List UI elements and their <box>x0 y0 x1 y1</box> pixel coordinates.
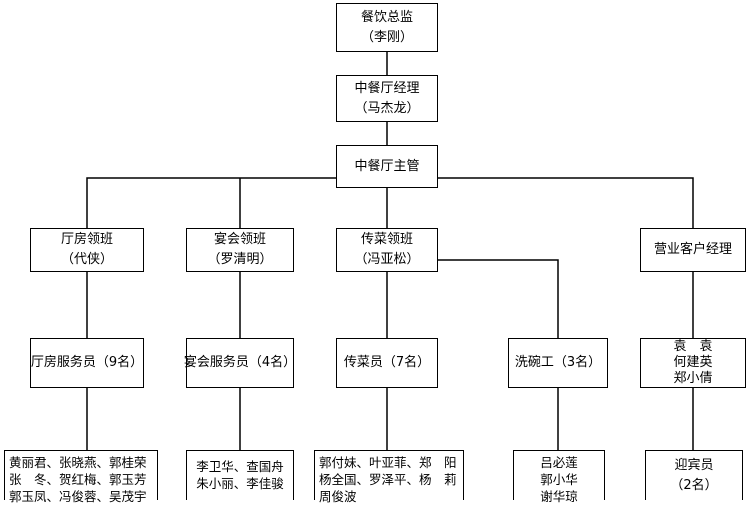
person-name: 袁 袁 <box>673 339 713 354</box>
node-title: 厅房服务员（9名） <box>30 355 144 370</box>
node-runner-names: 郭付妹、叶亚菲、郑 阳 杨全国、罗泽平、杨 莉 周俊波 <box>314 450 464 504</box>
names-line: 张 冬、贺红梅、郭玉芳 <box>9 472 147 487</box>
node-title: 宴会服务员（4名） <box>183 355 297 370</box>
names-line: 谢华琼 <box>540 489 578 504</box>
node-title: 餐饮总监 <box>360 9 413 25</box>
node-person: （代侠） <box>60 252 113 267</box>
node-title: 中餐厅经理 <box>354 80 420 96</box>
names-line: 郭小华 <box>540 472 578 487</box>
names-line: 杨全国、罗泽平、杨 莉 <box>319 472 457 487</box>
node-person: （马杰龙） <box>354 100 420 116</box>
node-hall-staff-names: 黄丽君、张晓燕、郭桂荣 张 冬、贺红梅、郭玉芳 郭玉凤、冯俊蓉、吴茂宇 <box>4 450 158 504</box>
node-hall-staff: 厅房服务员（9名） <box>30 338 144 388</box>
node-person: （罗清明） <box>207 252 273 267</box>
node-greeters: 迎宾员 （2名） <box>645 450 743 500</box>
node-banquet-captain: 宴会领班 （罗清明） <box>186 228 294 272</box>
node-person: （冯亚松） <box>354 252 420 267</box>
node-restaurant-manager: 中餐厅经理 （马杰龙） <box>336 75 438 122</box>
node-title: 洗碗工（3名） <box>514 355 602 370</box>
node-banquet-staff-names: 李卫华、查国舟 朱小丽、李佳骏 <box>186 450 294 500</box>
node-dishwashers: 洗碗工（3名） <box>508 338 608 388</box>
node-director: 餐饮总监 （李刚） <box>336 3 438 52</box>
node-title: 厅房领班 <box>60 232 113 247</box>
names-line: 朱小丽、李佳骏 <box>196 476 284 491</box>
node-banquet-staff: 宴会服务员（4名） <box>183 338 297 388</box>
node-sales-manager: 营业客户经理 <box>640 228 746 272</box>
node-title: 营业客户经理 <box>653 242 732 257</box>
names-line: 郭付妹、叶亚菲、郑 阳 <box>319 455 457 470</box>
person-name: 郑小倩 <box>673 371 713 386</box>
names-line: 郭玉凤、冯俊蓉、吴茂宇 <box>9 489 147 504</box>
node-sales-reps: 袁 袁 何建英 郑小倩 <box>640 338 746 388</box>
names-line: 黄丽君、张晓燕、郭桂荣 <box>9 455 147 470</box>
node-dishwasher-names: 吕必莲 郭小华 谢华琼 <box>513 450 605 504</box>
node-title: 宴会领班 <box>213 232 266 247</box>
names-line: 李卫华、查国舟 <box>196 459 284 474</box>
node-title: 传菜领班 <box>360 232 413 247</box>
node-person: （李刚） <box>360 29 413 45</box>
node-title: 迎宾员 <box>674 457 714 473</box>
names-line: 周俊波 <box>319 489 357 504</box>
person-name: 何建英 <box>673 355 713 370</box>
node-hall-captain: 厅房领班 （代侠） <box>30 228 144 272</box>
node-runner-captain: 传菜领班 （冯亚松） <box>336 228 438 272</box>
node-title: 中餐厅主管 <box>354 158 420 174</box>
node-title: 传菜员（7名） <box>343 355 431 370</box>
node-runners: 传菜员（7名） <box>336 338 438 388</box>
node-person: （2名） <box>670 477 718 493</box>
names-line: 吕必莲 <box>540 455 578 470</box>
node-restaurant-supervisor: 中餐厅主管 <box>336 145 438 188</box>
